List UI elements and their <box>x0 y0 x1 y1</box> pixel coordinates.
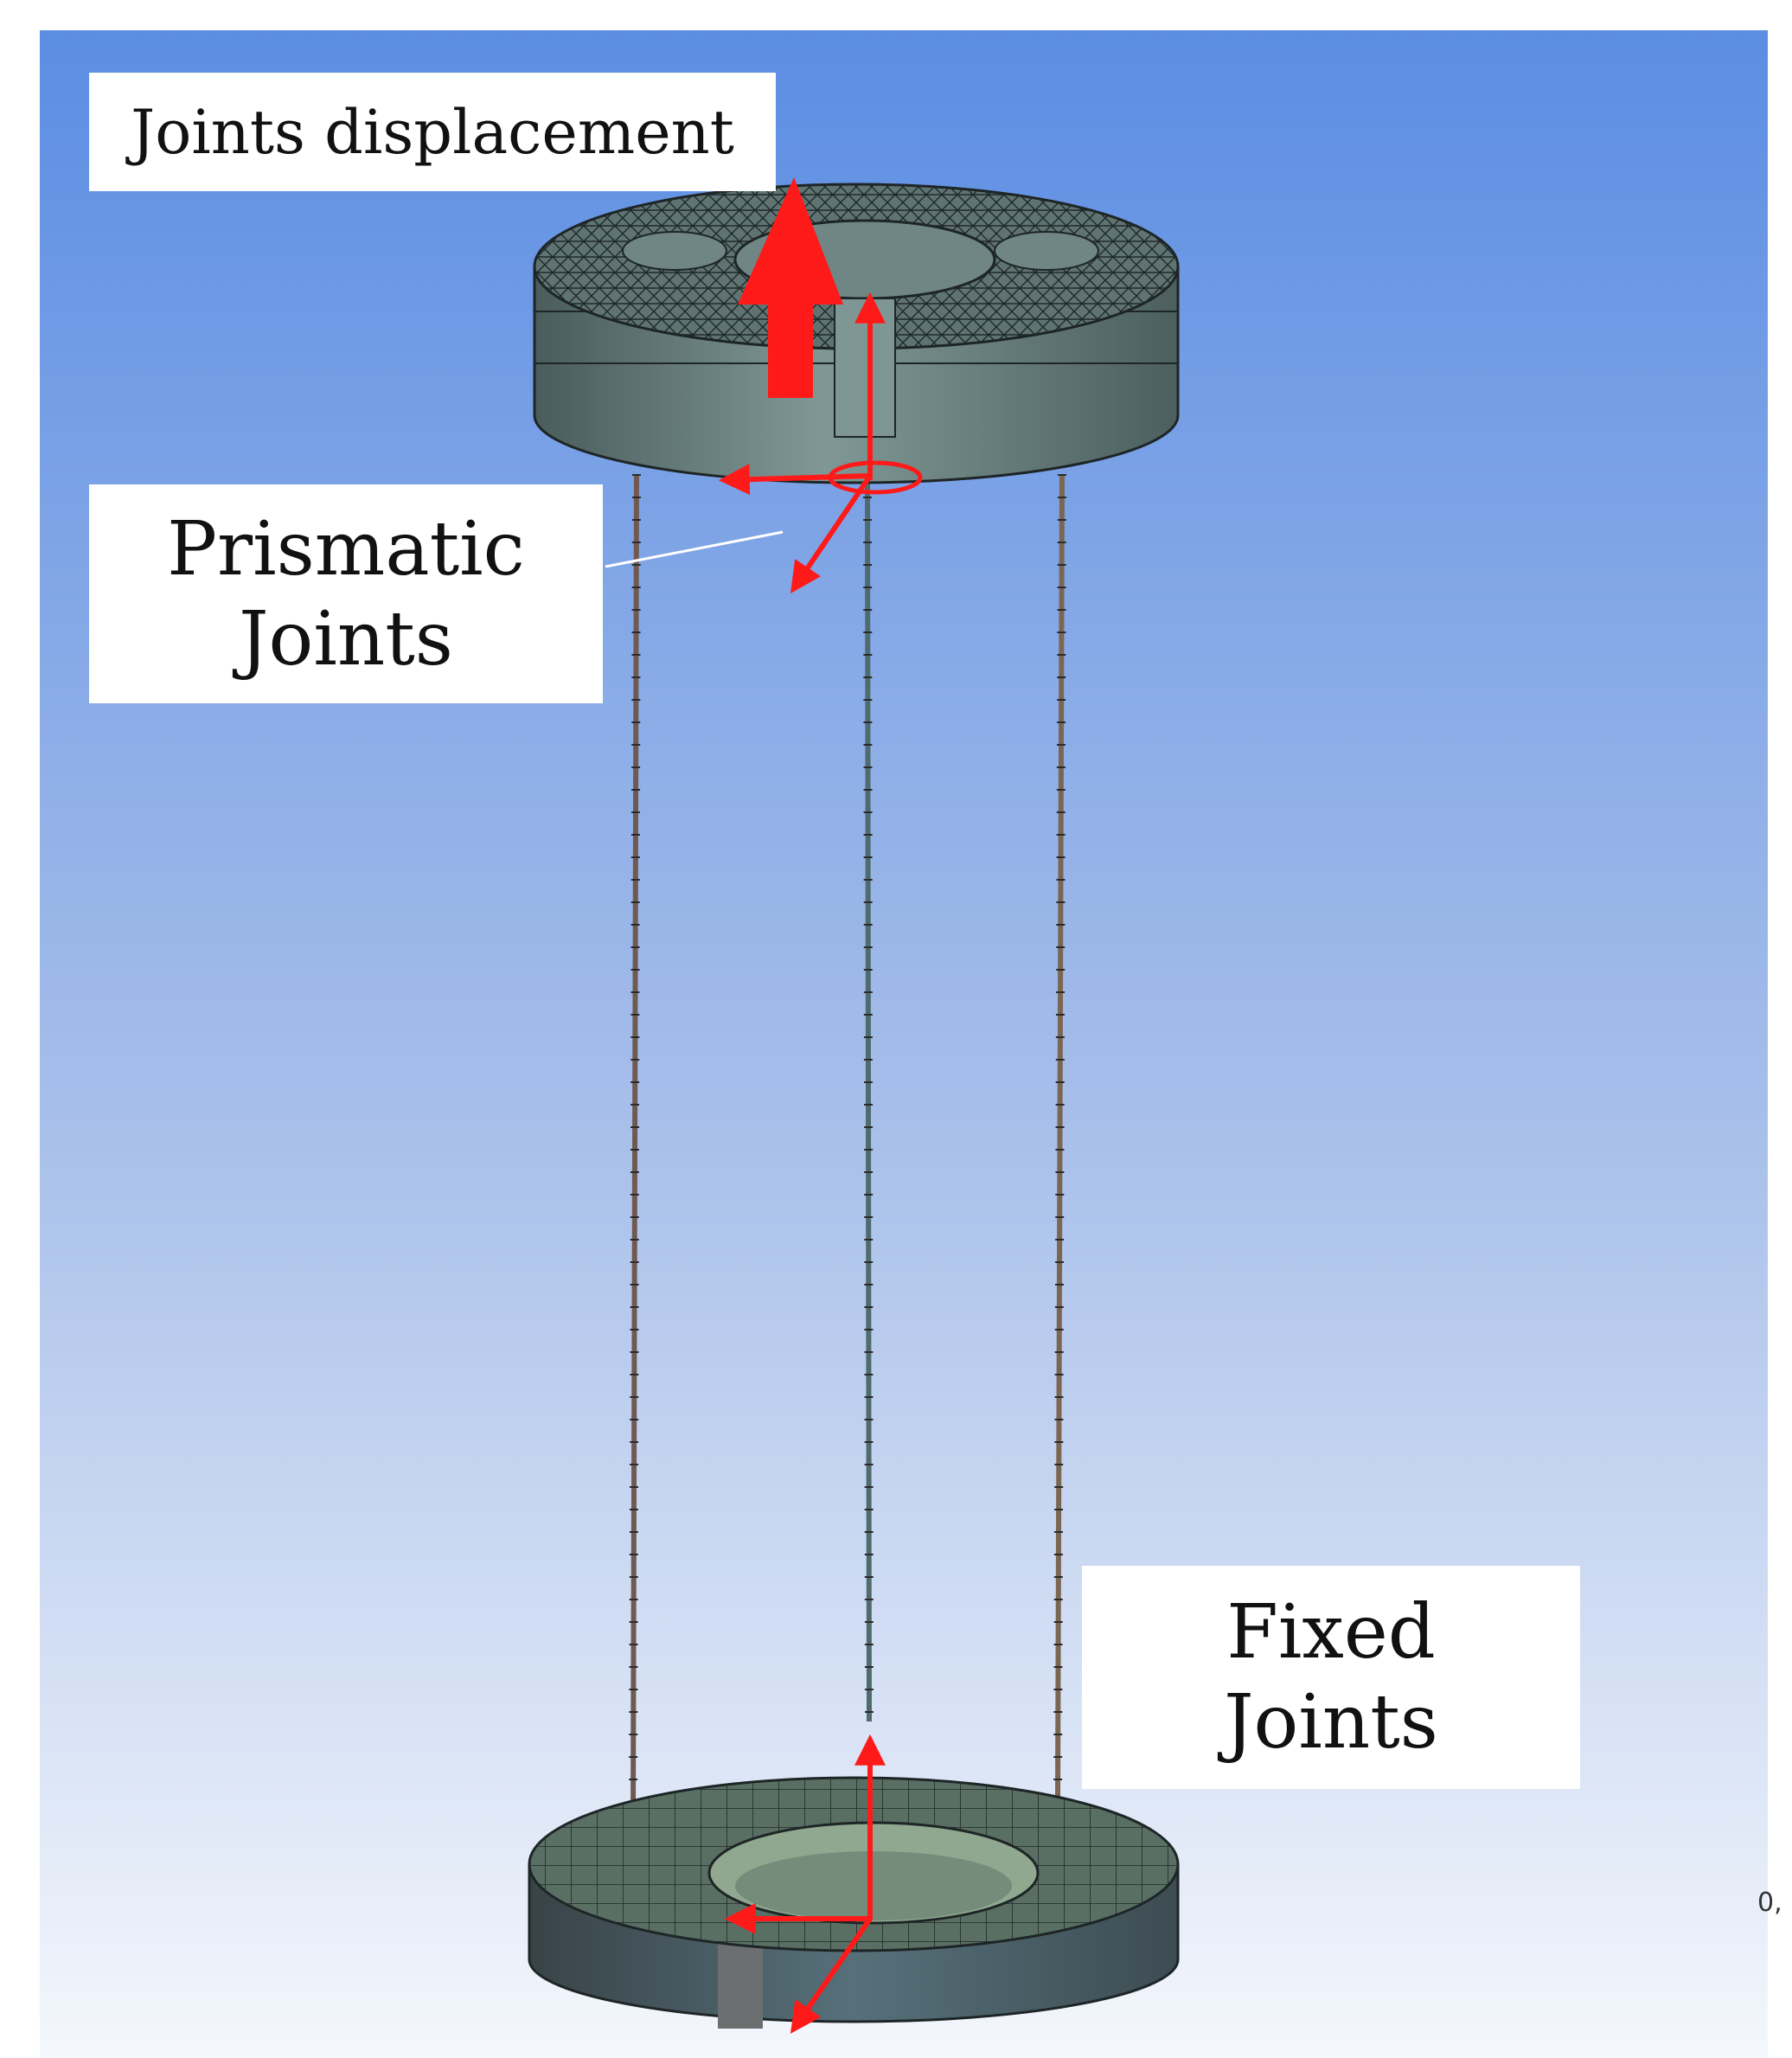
prismatic-joints-label: Prismatic Joints <box>89 484 603 703</box>
fixed-joints-line1: Fixed <box>1226 1589 1436 1676</box>
prismatic-pointer-line <box>605 530 784 568</box>
prismatic-joints-line1: Prismatic <box>167 505 525 593</box>
fixed-joints-label: Fixed Joints <box>1082 1566 1580 1789</box>
coordinate-axes-icon <box>718 292 923 593</box>
prismatic-joints-line2: Joints <box>239 595 453 683</box>
fixed-joints-line2: Joints <box>1224 1679 1438 1766</box>
coordinate-axes-icon <box>724 1734 886 2034</box>
displacement-arrow-icon <box>738 177 843 398</box>
corner-mark: 0, <box>1757 1888 1782 1918</box>
cable-left <box>630 473 639 1835</box>
cable-right <box>1055 473 1065 1800</box>
cable-center <box>865 473 872 1722</box>
cables <box>629 473 1066 1835</box>
joints-displacement-text: Joints displacement <box>131 96 734 168</box>
bottom-platform <box>528 1776 1180 2029</box>
top-platform <box>533 183 1180 484</box>
joints-displacement-label: Joints displacement <box>89 73 776 191</box>
